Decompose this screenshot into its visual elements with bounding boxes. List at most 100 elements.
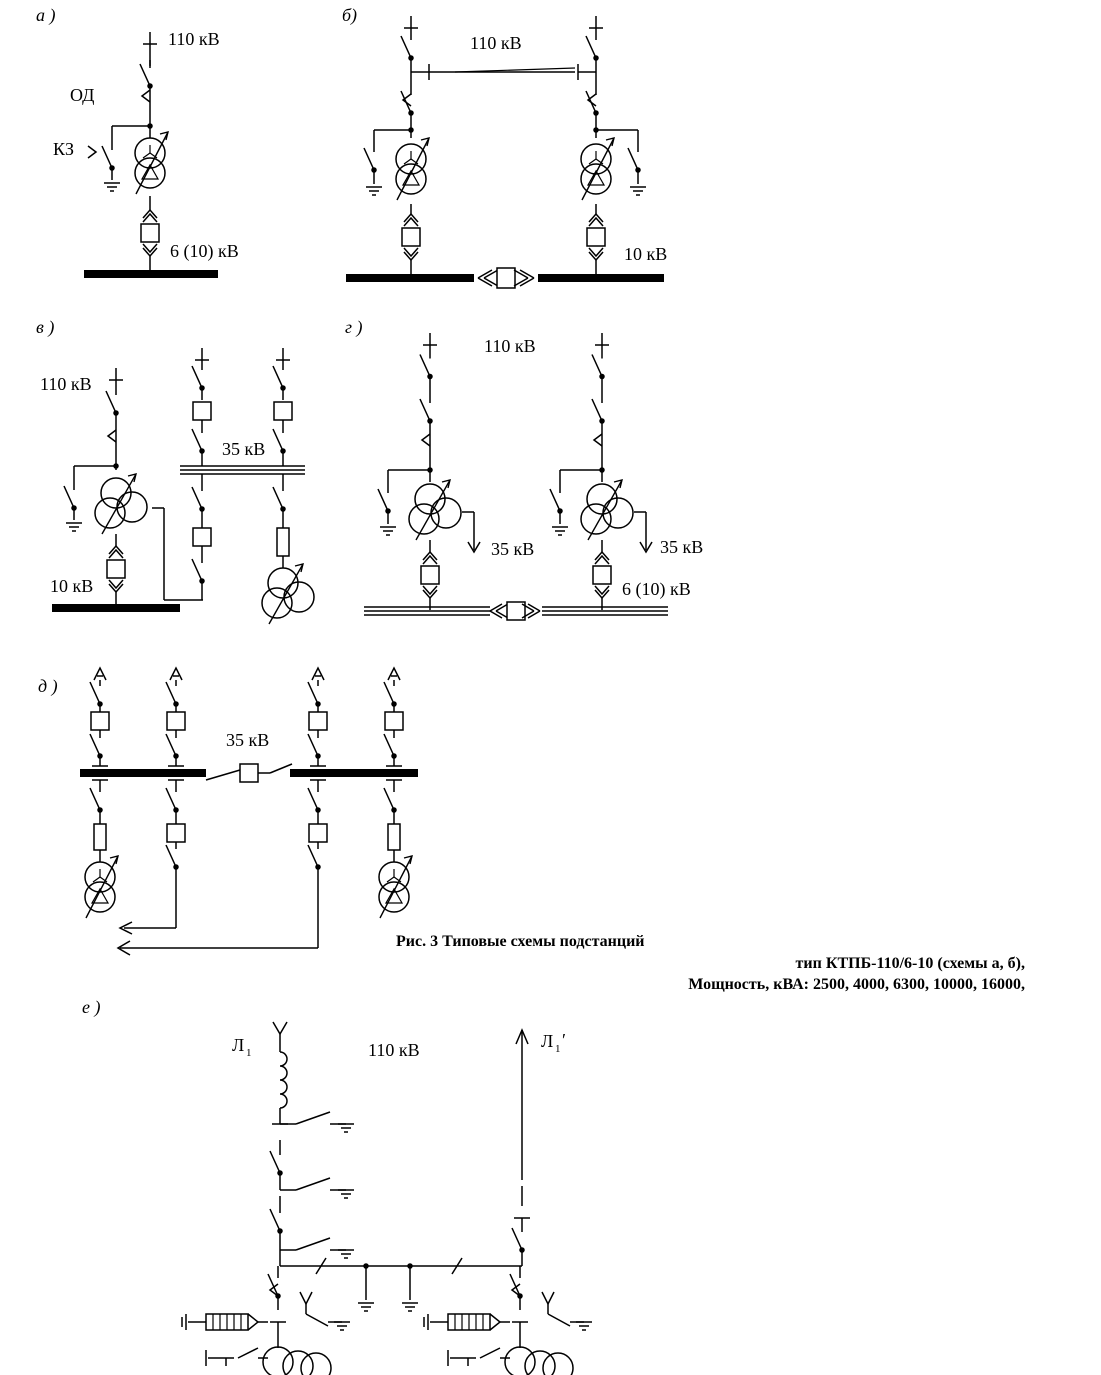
switch-pivot <box>315 864 321 870</box>
switch-pivot <box>199 578 205 584</box>
winding-circle <box>262 1346 294 1375</box>
panel-b-letter: б) <box>342 5 357 26</box>
regulation-arrow-head <box>403 855 413 865</box>
panel-v-35-disc-bot-left <box>191 420 205 466</box>
panel-d-fuse-right <box>387 823 401 851</box>
switch-blade <box>400 35 412 59</box>
regulation-arrow-head <box>159 131 169 141</box>
switch-pivot <box>173 701 179 707</box>
panel-e-letter: е ) <box>82 997 100 1018</box>
panel-v-letter: в ) <box>36 317 54 338</box>
caption-line-1: тип КТПБ-110/6-10 (схемы а, б), <box>796 955 1025 972</box>
panel-b-ground-left <box>366 186 382 196</box>
arrester-symbol <box>387 666 401 681</box>
switch-pivot <box>427 418 433 424</box>
panel-d-bus-disc-2 <box>165 730 179 766</box>
plug-chevron <box>477 269 499 287</box>
caption-title: Рис. 3 Типовые схемы подстанций <box>396 933 645 950</box>
panel-a-disconnector <box>139 60 153 96</box>
panel-v-ground <box>66 522 82 532</box>
panel-g-sectional-breaker <box>489 601 541 621</box>
panel-e-bridge-ground-1 <box>358 1302 374 1312</box>
breaker-box <box>496 267 516 289</box>
panel-g-disc-1-left <box>419 345 433 392</box>
plug-chevron <box>108 548 124 559</box>
winding-circle <box>84 881 116 913</box>
plug-chevron <box>588 216 604 227</box>
panel-v-withdrawable-breaker <box>106 544 126 594</box>
panel-e-earth-2 <box>338 1189 354 1199</box>
panel-e-line-entry-l1 <box>272 1021 288 1036</box>
panel-e-disc-1 <box>269 1140 283 1190</box>
panel-e-line-l1: Л <box>232 1035 244 1055</box>
switch-pivot <box>280 385 286 391</box>
arrester-symbol <box>311 666 325 681</box>
panel-v-voltage-35: 35 кВ <box>222 439 265 459</box>
regulation-arrow <box>135 131 169 195</box>
panel-d-line-breaker-4 <box>384 711 404 731</box>
arrow <box>401 93 412 107</box>
arrow <box>420 433 431 447</box>
star-wye <box>595 158 604 165</box>
winding-circle <box>134 157 166 189</box>
plug-chevron <box>521 603 541 619</box>
switch-pivot <box>427 373 433 380</box>
arrester-tip <box>247 1313 260 1331</box>
panel-g-od-arrow-left <box>420 433 431 447</box>
winding-circle <box>524 1350 556 1375</box>
earthing-blade <box>479 1347 501 1359</box>
winding-circle <box>378 881 410 913</box>
panel-v-transformer <box>94 473 148 535</box>
arrow <box>87 145 98 159</box>
winding-circle <box>408 503 440 535</box>
switch-blade <box>165 733 177 757</box>
earthing-blade <box>547 1313 571 1327</box>
panel-v-transformer-35 <box>261 563 315 625</box>
panel-d-line-disc-1 <box>89 680 103 712</box>
panel-d-line-breaker-3 <box>308 711 328 731</box>
switch-pivot <box>635 167 641 173</box>
panel-g-busbar-left <box>364 606 490 616</box>
panel-g-disc-2-left <box>419 392 433 434</box>
switch-pivot <box>199 385 205 391</box>
plug-chevron <box>588 247 604 258</box>
switch-blade <box>165 787 177 811</box>
switch-pivot <box>408 55 414 61</box>
panel-e-bridge-ground-2 <box>402 1302 418 1312</box>
panel-d-trans-disc-left <box>89 780 103 824</box>
delta <box>586 169 606 186</box>
switch-blade <box>511 1227 523 1251</box>
panel-e-l1-prime-arrow <box>515 1028 529 1045</box>
switch-pivot <box>97 753 103 759</box>
panel-d-feeder-breaker-left <box>166 823 186 843</box>
earthing-blade <box>295 1237 331 1251</box>
winding-circle <box>580 503 612 535</box>
switch-pivot <box>277 1228 283 1234</box>
regulation-arrow <box>379 855 413 919</box>
regulation-arrow-head <box>294 563 304 573</box>
switch-blade <box>63 485 75 509</box>
panel-v-35-disc-top-right <box>272 360 286 400</box>
panel-a-voltage-lv: 6 (10) кВ <box>170 241 239 262</box>
switch-pivot <box>277 1170 283 1176</box>
panel-g-withdrawable-breaker-right <box>592 550 612 600</box>
switch-pivot <box>408 110 414 116</box>
panel-g-ground-right <box>552 526 568 536</box>
switch-blade <box>191 428 203 452</box>
switch-pivot <box>199 506 205 512</box>
panel-d-line-disc-4 <box>383 680 397 712</box>
panel-g-transformer-left <box>408 479 462 541</box>
panel-e-od-arrow-left <box>268 1283 279 1297</box>
panel-d-line-breaker-2 <box>166 711 186 731</box>
panel-b-sectional-breaker <box>477 267 535 289</box>
star-wye <box>403 158 412 165</box>
switch-blade <box>165 844 177 868</box>
panel-g-disc-2-right <box>591 392 605 434</box>
panel-d-bus-disc-3 <box>307 730 321 766</box>
switch-blade <box>89 787 101 811</box>
delta <box>140 163 160 180</box>
switch-pivot <box>385 508 391 514</box>
panel-e-od-arrow-right <box>510 1283 521 1297</box>
star-wye <box>588 158 597 165</box>
